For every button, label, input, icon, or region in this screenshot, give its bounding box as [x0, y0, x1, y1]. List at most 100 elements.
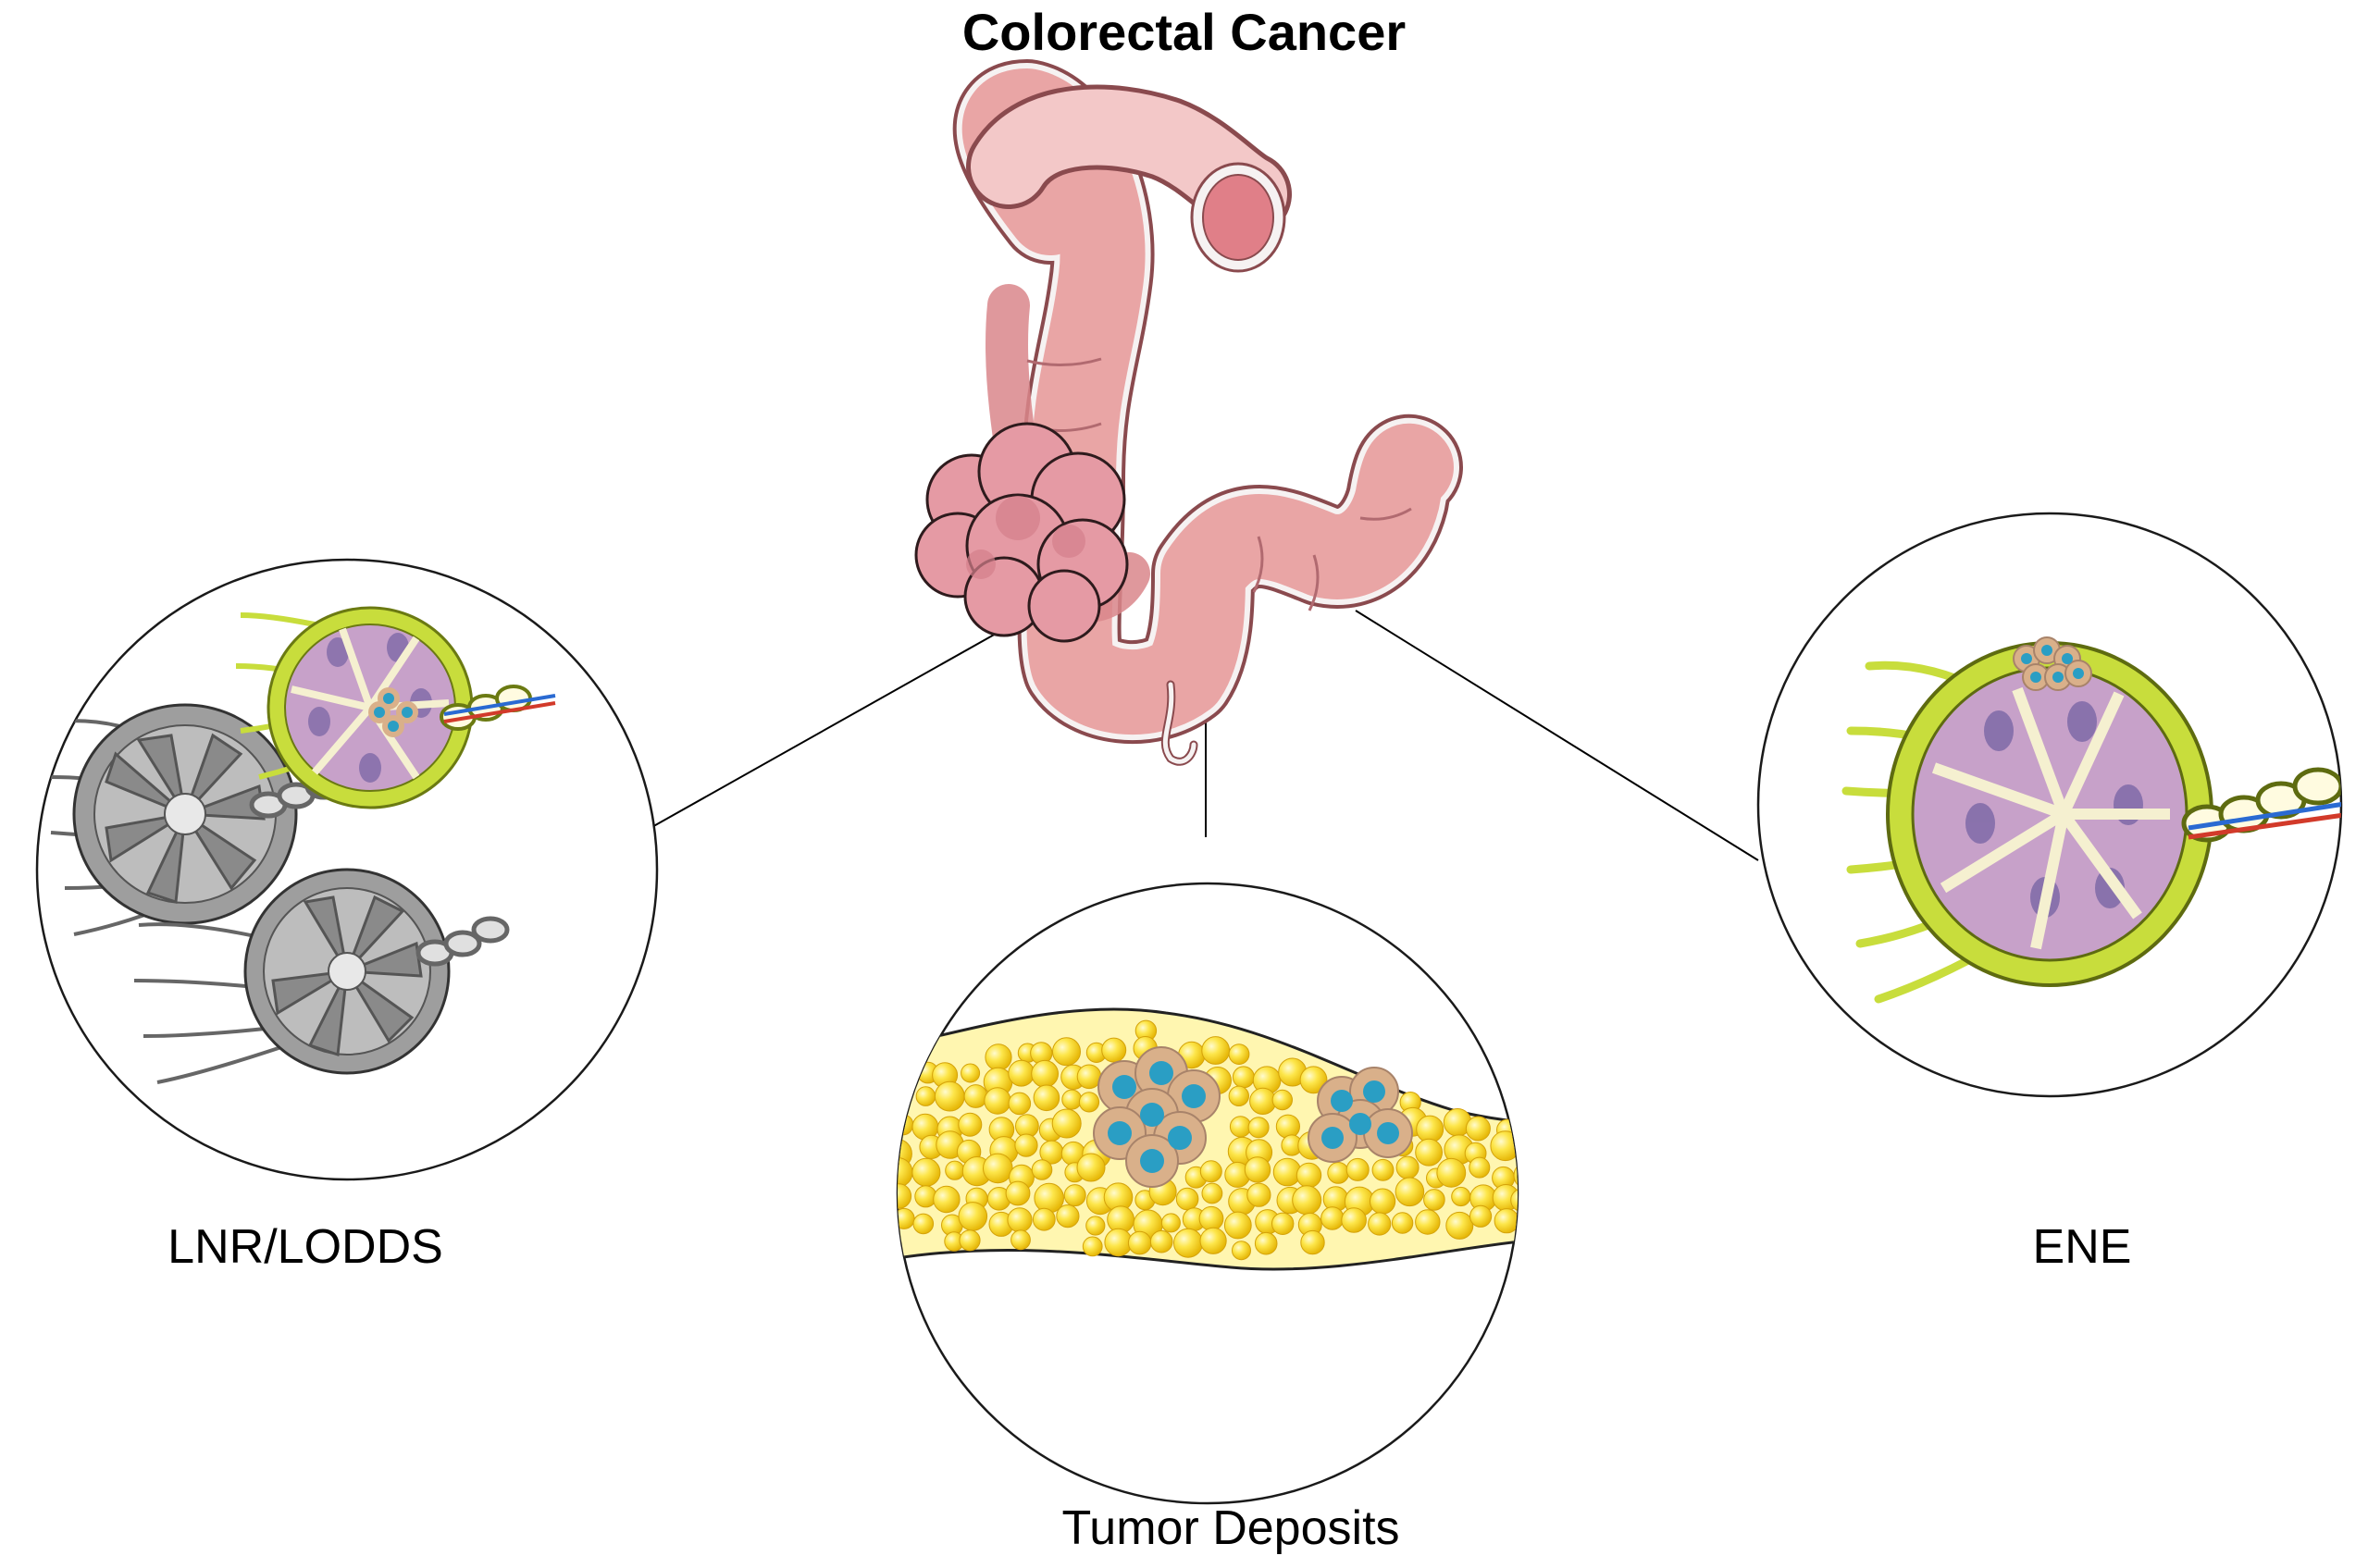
- adipocyte: [915, 1086, 936, 1106]
- adipocyte: [1296, 1162, 1322, 1189]
- adipocyte: [1160, 1213, 1181, 1233]
- adipocyte: [1032, 1207, 1056, 1231]
- adipocyte: [1465, 1116, 1491, 1142]
- adipocyte: [1249, 1087, 1277, 1116]
- adipocyte: [898, 1183, 912, 1209]
- adipocyte: [1416, 1115, 1444, 1143]
- colon-illustration: [914, 59, 1463, 766]
- adipocyte: [1423, 1189, 1445, 1211]
- adipocyte: [1516, 1206, 1518, 1237]
- adipocyte: [1292, 1185, 1322, 1216]
- adipocyte: [1078, 1092, 1100, 1113]
- panel-circle-left: [35, 558, 659, 1181]
- adipocyte: [1082, 1236, 1103, 1257]
- tumor-deposit-cluster-2: [1308, 1067, 1413, 1163]
- diagram-title: Colorectal Cancer: [961, 3, 1407, 61]
- adipocyte: [1513, 1161, 1518, 1190]
- adipocyte: [1051, 1108, 1082, 1139]
- adipocyte: [1368, 1212, 1392, 1236]
- adipocyte: [1228, 1085, 1250, 1107]
- panel-circle-center: [896, 882, 1544, 1505]
- adipocyte: [963, 1084, 988, 1108]
- adipocyte: [1101, 1037, 1127, 1063]
- adipocyte: [1415, 1209, 1441, 1235]
- adipocyte: [1201, 1182, 1223, 1204]
- lymph-node-gray-upper: [50, 703, 343, 936]
- adipocyte: [1201, 1036, 1231, 1065]
- adipocyte: [1031, 1059, 1059, 1088]
- adipocyte: [1063, 1184, 1086, 1207]
- adipocyte: [1076, 1064, 1102, 1090]
- adipocyte: [1275, 1114, 1301, 1139]
- adipocyte: [1173, 1228, 1203, 1258]
- adipocyte: [1014, 1133, 1038, 1157]
- adipocyte: [1244, 1156, 1271, 1183]
- adipocyte: [1341, 1207, 1367, 1233]
- adipocyte: [1085, 1216, 1106, 1236]
- adipocyte: [1031, 1159, 1053, 1180]
- adipocyte: [914, 1185, 937, 1208]
- adipocyte: [1104, 1228, 1133, 1257]
- adipocyte: [1007, 1207, 1033, 1233]
- adipocyte: [1271, 1212, 1295, 1236]
- adipocyte: [1254, 1231, 1278, 1255]
- adipocyte: [1519, 1142, 1544, 1167]
- adipocyte: [1300, 1229, 1325, 1255]
- adipocyte: [1271, 1089, 1294, 1111]
- adipocyte: [911, 1157, 941, 1187]
- adipocyte: [1299, 1066, 1328, 1094]
- adipocyte: [912, 1213, 935, 1235]
- adipocyte: [1076, 1153, 1106, 1182]
- adipocyte: [1056, 1204, 1080, 1228]
- panel-circle-right: [1756, 512, 2343, 1098]
- adipocyte: [1327, 1162, 1350, 1184]
- adipocyte: [1371, 1158, 1395, 1181]
- adipocyte: [898, 1059, 917, 1085]
- lymph-node-gray-lower: [133, 868, 510, 1084]
- adipocyte: [1005, 1180, 1031, 1206]
- adipocyte: [985, 1043, 1012, 1071]
- adipocyte: [1395, 1155, 1420, 1179]
- adipocyte: [1033, 1084, 1060, 1112]
- adipocyte: [1052, 1037, 1081, 1067]
- tumor-cells-in-node: [368, 687, 418, 737]
- adipocyte: [1320, 1206, 1345, 1230]
- tumor-deposit-cluster-1: [1093, 1046, 1221, 1188]
- adipocyte: [898, 1092, 911, 1114]
- adipocyte: [1232, 1241, 1251, 1261]
- adipocyte: [961, 1063, 981, 1083]
- adipocyte: [1149, 1229, 1173, 1253]
- adipocyte: [1469, 1204, 1493, 1228]
- adipocyte: [1199, 1160, 1222, 1183]
- adipocyte: [1451, 1186, 1471, 1207]
- adipocyte: [1445, 1211, 1474, 1240]
- adipocyte: [1345, 1157, 1370, 1181]
- adipocyte: [1175, 1187, 1199, 1211]
- adipocyte: [1395, 1177, 1425, 1207]
- adipocyte: [958, 1112, 983, 1137]
- adipocyte: [933, 1185, 961, 1214]
- adipocyte: [1008, 1059, 1035, 1087]
- adipocyte: [1247, 1117, 1270, 1139]
- adipocyte: [1494, 1208, 1518, 1234]
- adipocyte: [1469, 1156, 1491, 1179]
- panel-label-left: LNR/LODDS: [167, 1220, 443, 1274]
- adipocyte: [1198, 1205, 1224, 1231]
- panel-label-center: Tumor Deposits: [1061, 1501, 1400, 1555]
- adipocyte: [1246, 1182, 1271, 1207]
- adipocyte: [934, 1080, 965, 1112]
- connector-line-left: [612, 628, 1005, 850]
- adipocyte: [1370, 1188, 1396, 1215]
- adipocyte: [1229, 1116, 1252, 1138]
- adipocyte: [1232, 1066, 1255, 1089]
- adipocyte: [1391, 1212, 1414, 1234]
- panel-label-right: ENE: [2032, 1220, 2132, 1274]
- adipocyte: [958, 1202, 988, 1231]
- adipocyte: [1436, 1157, 1467, 1188]
- lymph-node-positive: [235, 606, 556, 809]
- adipocyte: [983, 1153, 1013, 1184]
- adipocyte: [1008, 1092, 1032, 1116]
- adipocyte: [945, 1160, 965, 1180]
